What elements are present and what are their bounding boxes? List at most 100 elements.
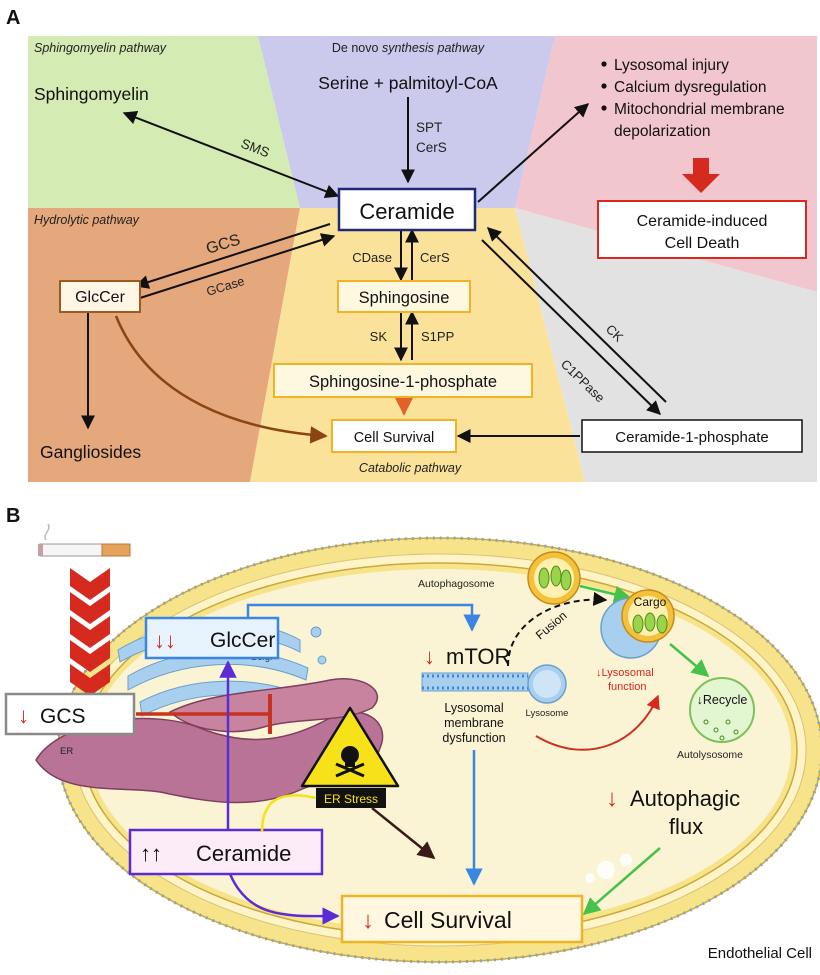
cigarette-icon [38, 523, 131, 557]
autophagosome [527, 551, 581, 605]
death-effects-list: Lysosomal injury Calcium dysregulation M… [601, 57, 785, 140]
er-stress-warning-icon [300, 706, 400, 788]
glccer-node-box [59, 280, 141, 313]
glccer-label: GlcCer [210, 629, 275, 652]
ceramide-label: Ceramide [196, 841, 291, 866]
cargo-autolysosome [600, 589, 675, 659]
cell-death-node-line2: Cell Death [665, 235, 740, 252]
glccer-node: GlcCer [75, 289, 125, 306]
smoke-chevrons [70, 568, 110, 696]
catabolic-region [250, 208, 585, 482]
recycle-label: ↓Recycle [697, 693, 748, 707]
lysosomal-function-line1: ↓Lysosomal [596, 667, 654, 679]
gangliosides-node: Gangliosides [40, 442, 141, 462]
effect-item: Calcium dysregulation [614, 79, 767, 96]
glccer-double-down: ↓↓ [154, 628, 176, 653]
effect-item: Mitochondrial membrane [614, 101, 785, 118]
c1p-node: Ceramide-1-phosphate [615, 429, 768, 446]
er-label: ER [60, 746, 73, 757]
er-stress-banner [316, 788, 386, 808]
ck-arrow [481, 239, 662, 415]
lysosomal-function-line2: function [608, 681, 647, 693]
ceramide-box [128, 828, 324, 876]
survival-down-arrow: ↓ [362, 907, 374, 934]
lysosomal-dysfunction-line1: Lysosomal [444, 701, 503, 715]
autophagosome-cargo-arrow [579, 584, 632, 603]
autophagic-flux-line2: flux [669, 814, 703, 839]
gcs-box [4, 692, 136, 736]
autolysosome [689, 677, 755, 743]
hydrolytic-pathway-title: Hydrolytic pathway [34, 213, 140, 227]
cell-survival-node: Cell Survival [354, 430, 435, 446]
ceramide-survival-arrow [228, 873, 340, 925]
lysosomal-dysfunction-line3: dysfunction [442, 731, 505, 745]
c1p-node-box [581, 419, 803, 453]
serine-node: Serine + palmitoyl-CoA [318, 73, 498, 93]
panel-b-label: B [6, 505, 20, 527]
vesicle [597, 861, 615, 879]
sphingosine-node: Sphingosine [359, 289, 450, 307]
effect-item: Lysosomal injury [614, 57, 729, 74]
effect-bullet [601, 83, 607, 89]
c1p-region [515, 208, 817, 482]
glccer-mtor-arrow [246, 603, 481, 632]
lysosome-label: Lysosome [526, 708, 569, 719]
effect-item: depolarization [614, 123, 711, 140]
autolysosome-label: Autolysosome [677, 749, 743, 761]
gcase-arrow [139, 233, 336, 299]
vesicle [620, 854, 632, 866]
flux-survival-arrow [582, 847, 661, 916]
cell-death-node-line1: Ceramide-induced [637, 213, 768, 230]
er-stress-label: ER Stress [324, 792, 378, 806]
s1p-node: Sphingosine-1-phosphate [309, 373, 497, 391]
s1p-node-box [273, 363, 533, 398]
er-stress-survival-arrow [371, 807, 436, 860]
ceramide-node-box [337, 187, 477, 232]
hydrolytic-region [28, 208, 300, 482]
glccer-box [144, 616, 280, 660]
cell-survival-label: Cell Survival [384, 907, 512, 933]
s1pp-enzyme-label: S1PP [421, 329, 454, 344]
sphingomyelin-pathway-title: Sphingomyelin pathway [34, 41, 167, 55]
cargo-recycle-arrow [669, 643, 710, 678]
vesicle [585, 873, 595, 883]
lysosomal-dysfunction-line2: membrane [444, 716, 504, 730]
cell-survival-node-box [331, 419, 457, 453]
cers-enzyme-label: CerS [420, 250, 450, 265]
fusion-arrow [507, 591, 608, 667]
glccer-survival-arrow [114, 315, 328, 444]
lysosomal-membrane-bilayer [421, 672, 529, 692]
spt-enzyme-label: SPT [416, 120, 442, 135]
gcs-arrow [134, 223, 331, 289]
sphingomyelin-node: Sphingomyelin [34, 84, 149, 104]
panel-a: A Sphingomyelin pathway De novo synthesi… [6, 7, 817, 482]
ceramide-node: Ceramide [359, 199, 454, 224]
death-effects-arrow [477, 103, 590, 203]
panel-b: B Golgi ER [4, 505, 820, 964]
effect-bullet [601, 61, 607, 67]
sk-enzyme-label: SK [370, 329, 388, 344]
cers-top-enzyme-label: CerS [416, 140, 447, 155]
catabolic-pathway-title: Catabolic pathway [359, 461, 462, 475]
ceramide-double-up: ↑↑ [140, 841, 162, 866]
autophagic-flux-line1: Autophagic [630, 786, 740, 811]
gcs-down-arrow: ↓ [18, 703, 29, 728]
endothelial-cell-label: Endothelial Cell [708, 945, 812, 962]
cdase-enzyme-label: CDase [352, 250, 392, 265]
mtor-label: mTOR [446, 644, 510, 669]
thick-red-down-arrow [682, 158, 720, 193]
cell-death-node-box [597, 200, 807, 259]
effect-bullet [601, 105, 607, 111]
autophagic-down-arrow: ↓ [606, 785, 618, 812]
panel-a-label: A [6, 7, 20, 29]
sphingomyelin-region [28, 36, 300, 208]
lysosome [527, 664, 567, 704]
autophagosome-label: Autophagosome [418, 578, 495, 590]
sphingosine-node-box [337, 280, 471, 313]
cell-survival-box [340, 894, 584, 944]
c1ppase-arrow [486, 227, 667, 403]
sms-arrow [122, 111, 340, 198]
cargo-label: Cargo [634, 595, 667, 609]
ceramide-er-stress-link [260, 794, 317, 833]
